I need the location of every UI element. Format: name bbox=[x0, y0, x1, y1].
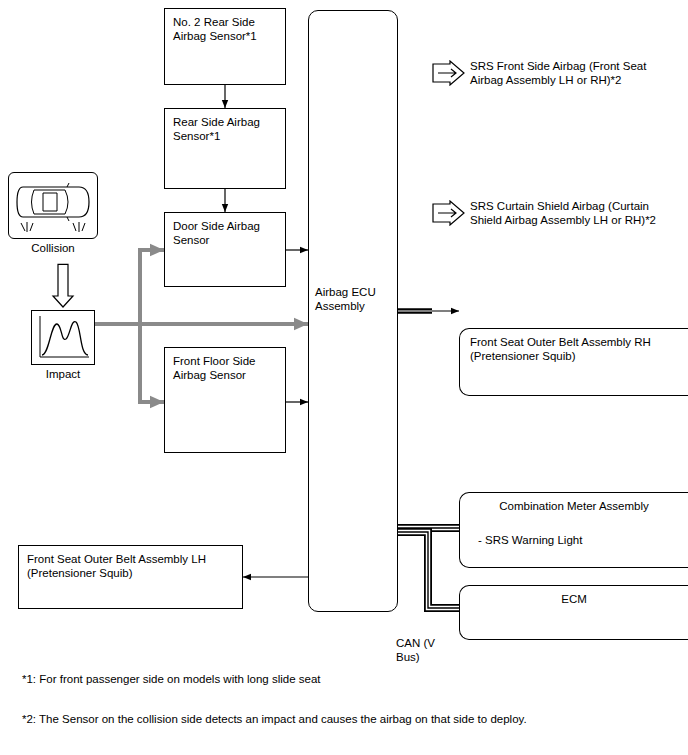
connector bbox=[225, 189, 226, 212]
meter-box: Combination Meter Assembly - SRS Warning … bbox=[459, 492, 688, 568]
signal-line bbox=[224, 85, 225, 108]
sensor-box: Rear Side Airbag Sensor*1 bbox=[164, 108, 286, 189]
drawing-stroke bbox=[34, 190, 65, 214]
impact-line bbox=[95, 250, 164, 324]
node-title: Front Floor Side Airbag Sensor bbox=[173, 354, 277, 383]
sensor-box: Front Floor Side Airbag Sensor bbox=[164, 347, 286, 453]
node-title: Front Seat Outer Belt Assembly RH (Prete… bbox=[470, 335, 678, 364]
node-title: Combination Meter Assembly bbox=[470, 499, 678, 513]
collision-illustration: Collision bbox=[8, 172, 98, 261]
sensor-box: Door Side Airbag Sensor bbox=[164, 212, 286, 287]
node-title: Impact bbox=[31, 367, 95, 381]
connector bbox=[286, 250, 308, 251]
connector bbox=[398, 311, 459, 312]
signal-line bbox=[398, 310, 459, 311]
node-title: SRS Front Side Airbag (Front Seat Airbag… bbox=[470, 59, 682, 88]
node-title: Airbag ECU Assembly bbox=[315, 285, 391, 314]
signal-line bbox=[286, 401, 308, 402]
pretensioner-box: Front Seat Outer Belt Assembly LH (Prete… bbox=[18, 545, 243, 609]
impact-curve bbox=[32, 311, 94, 364]
squib-arrow bbox=[438, 209, 456, 217]
bus-wire bbox=[398, 532, 459, 608]
hollow-arrow bbox=[53, 264, 73, 307]
node-title: Rear Side Airbag Sensor*1 bbox=[173, 115, 277, 144]
airbag-squib: SRS Front Side Airbag (Front Seat Airbag… bbox=[432, 56, 682, 91]
drawing-stroke bbox=[40, 316, 89, 357]
footnote: *1: For front passenger side on models w… bbox=[22, 672, 662, 686]
squib-outline bbox=[433, 61, 464, 85]
node-title: Door Side Airbag Sensor bbox=[173, 219, 277, 248]
squib-outline bbox=[433, 201, 464, 225]
impact-arrow bbox=[95, 250, 164, 324]
bus-wire bbox=[398, 532, 459, 608]
footnote: *2: The Sensor on the collision side det… bbox=[22, 712, 682, 726]
impact-arrow bbox=[95, 324, 164, 402]
connector bbox=[243, 577, 308, 578]
node-title: Collision bbox=[8, 241, 98, 255]
connector bbox=[225, 85, 226, 108]
connector bbox=[286, 402, 308, 403]
bus-wire bbox=[398, 532, 459, 608]
car-drawing bbox=[9, 173, 97, 238]
drawing-stroke bbox=[43, 193, 57, 211]
drawing-stroke bbox=[67, 183, 69, 221]
signal-line bbox=[286, 249, 308, 250]
drawing-stroke bbox=[21, 222, 85, 232]
connector bbox=[53, 264, 73, 307]
pretensioner-box: Front Seat Outer Belt Assembly RH (Prete… bbox=[459, 328, 688, 396]
impact-line bbox=[95, 324, 164, 402]
picture-frame bbox=[8, 172, 98, 239]
squib-arrow bbox=[438, 69, 456, 77]
drawing-stroke bbox=[32, 190, 35, 214]
signal-line bbox=[243, 576, 308, 577]
node-title: ECM bbox=[470, 592, 678, 606]
drawing-stroke bbox=[42, 322, 88, 355]
node-item: - SRS Warning Light bbox=[470, 533, 678, 547]
drawing-stroke bbox=[17, 187, 89, 217]
node-title: No. 2 Rear Side Airbag Sensor*1 bbox=[173, 15, 277, 44]
drawing-stroke bbox=[65, 190, 68, 214]
squib-symbol bbox=[432, 60, 466, 86]
signal-line bbox=[224, 189, 225, 212]
bus-label: CAN (V Bus) bbox=[396, 636, 442, 665]
can-bus bbox=[398, 532, 459, 608]
node-title: Front Seat Outer Belt Assembly LH (Prete… bbox=[27, 552, 234, 581]
airbag-squib: SRS Curtain Shield Airbag (Curtain Shiel… bbox=[432, 196, 682, 231]
impact-graph: Impact bbox=[31, 310, 95, 387]
squib-symbol bbox=[432, 200, 466, 226]
node-title: SRS Curtain Shield Airbag (Curtain Shiel… bbox=[470, 199, 682, 228]
ecm-box: ECM bbox=[459, 585, 688, 640]
picture-frame bbox=[31, 310, 95, 365]
sensor-box: No. 2 Rear Side Airbag Sensor*1 bbox=[164, 8, 286, 85]
ecu-box: Airbag ECU Assembly bbox=[308, 10, 398, 612]
